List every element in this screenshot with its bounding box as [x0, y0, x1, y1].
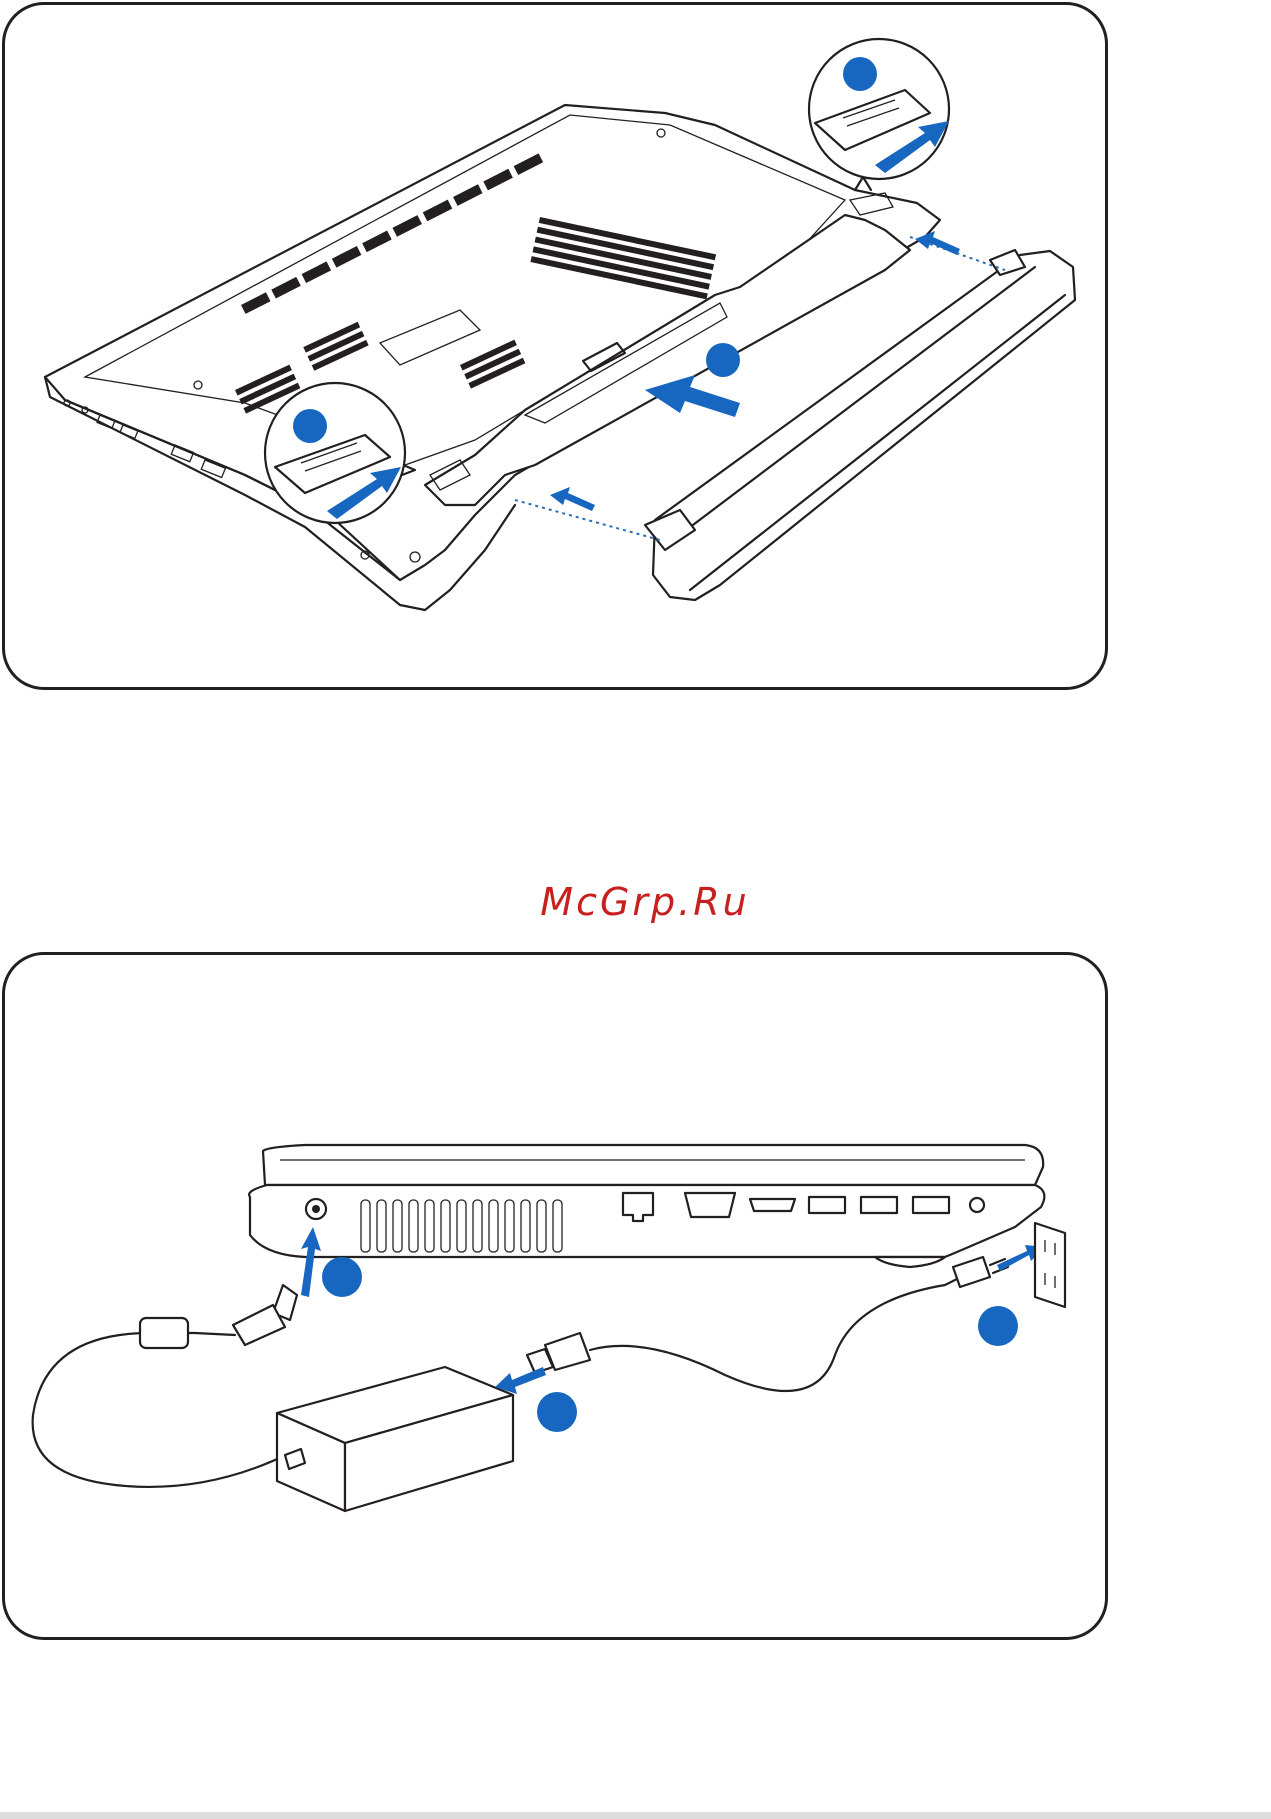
battery-installation-illustration: [5, 5, 1105, 687]
page-bottom-bar: [0, 1812, 1271, 1819]
step-marker: [978, 1306, 1018, 1346]
step-marker: [293, 409, 327, 443]
watermark: McGrp.Ru: [520, 880, 770, 924]
power-connection-illustration: [5, 955, 1105, 1637]
step-marker: [706, 343, 740, 377]
step-marker: [322, 1257, 362, 1297]
dc-in-pin: [312, 1205, 320, 1213]
ac-adapter: [277, 1367, 513, 1511]
power-connection-figure: [2, 952, 1108, 1640]
ac-plug: [527, 1333, 590, 1373]
wall-plug: [953, 1257, 1008, 1287]
battery-installation-figure: [2, 2, 1108, 690]
step-marker: [843, 57, 877, 91]
dc-plug: [233, 1285, 297, 1345]
ferrite-core: [140, 1318, 188, 1348]
ac-cord: [590, 1275, 965, 1391]
dc-cable: [33, 1333, 290, 1487]
wall-outlet: [1035, 1223, 1065, 1307]
lock-detail-callout-right: [809, 39, 949, 190]
insertion-arrow-left: [550, 487, 595, 511]
step-marker: [537, 1392, 577, 1432]
